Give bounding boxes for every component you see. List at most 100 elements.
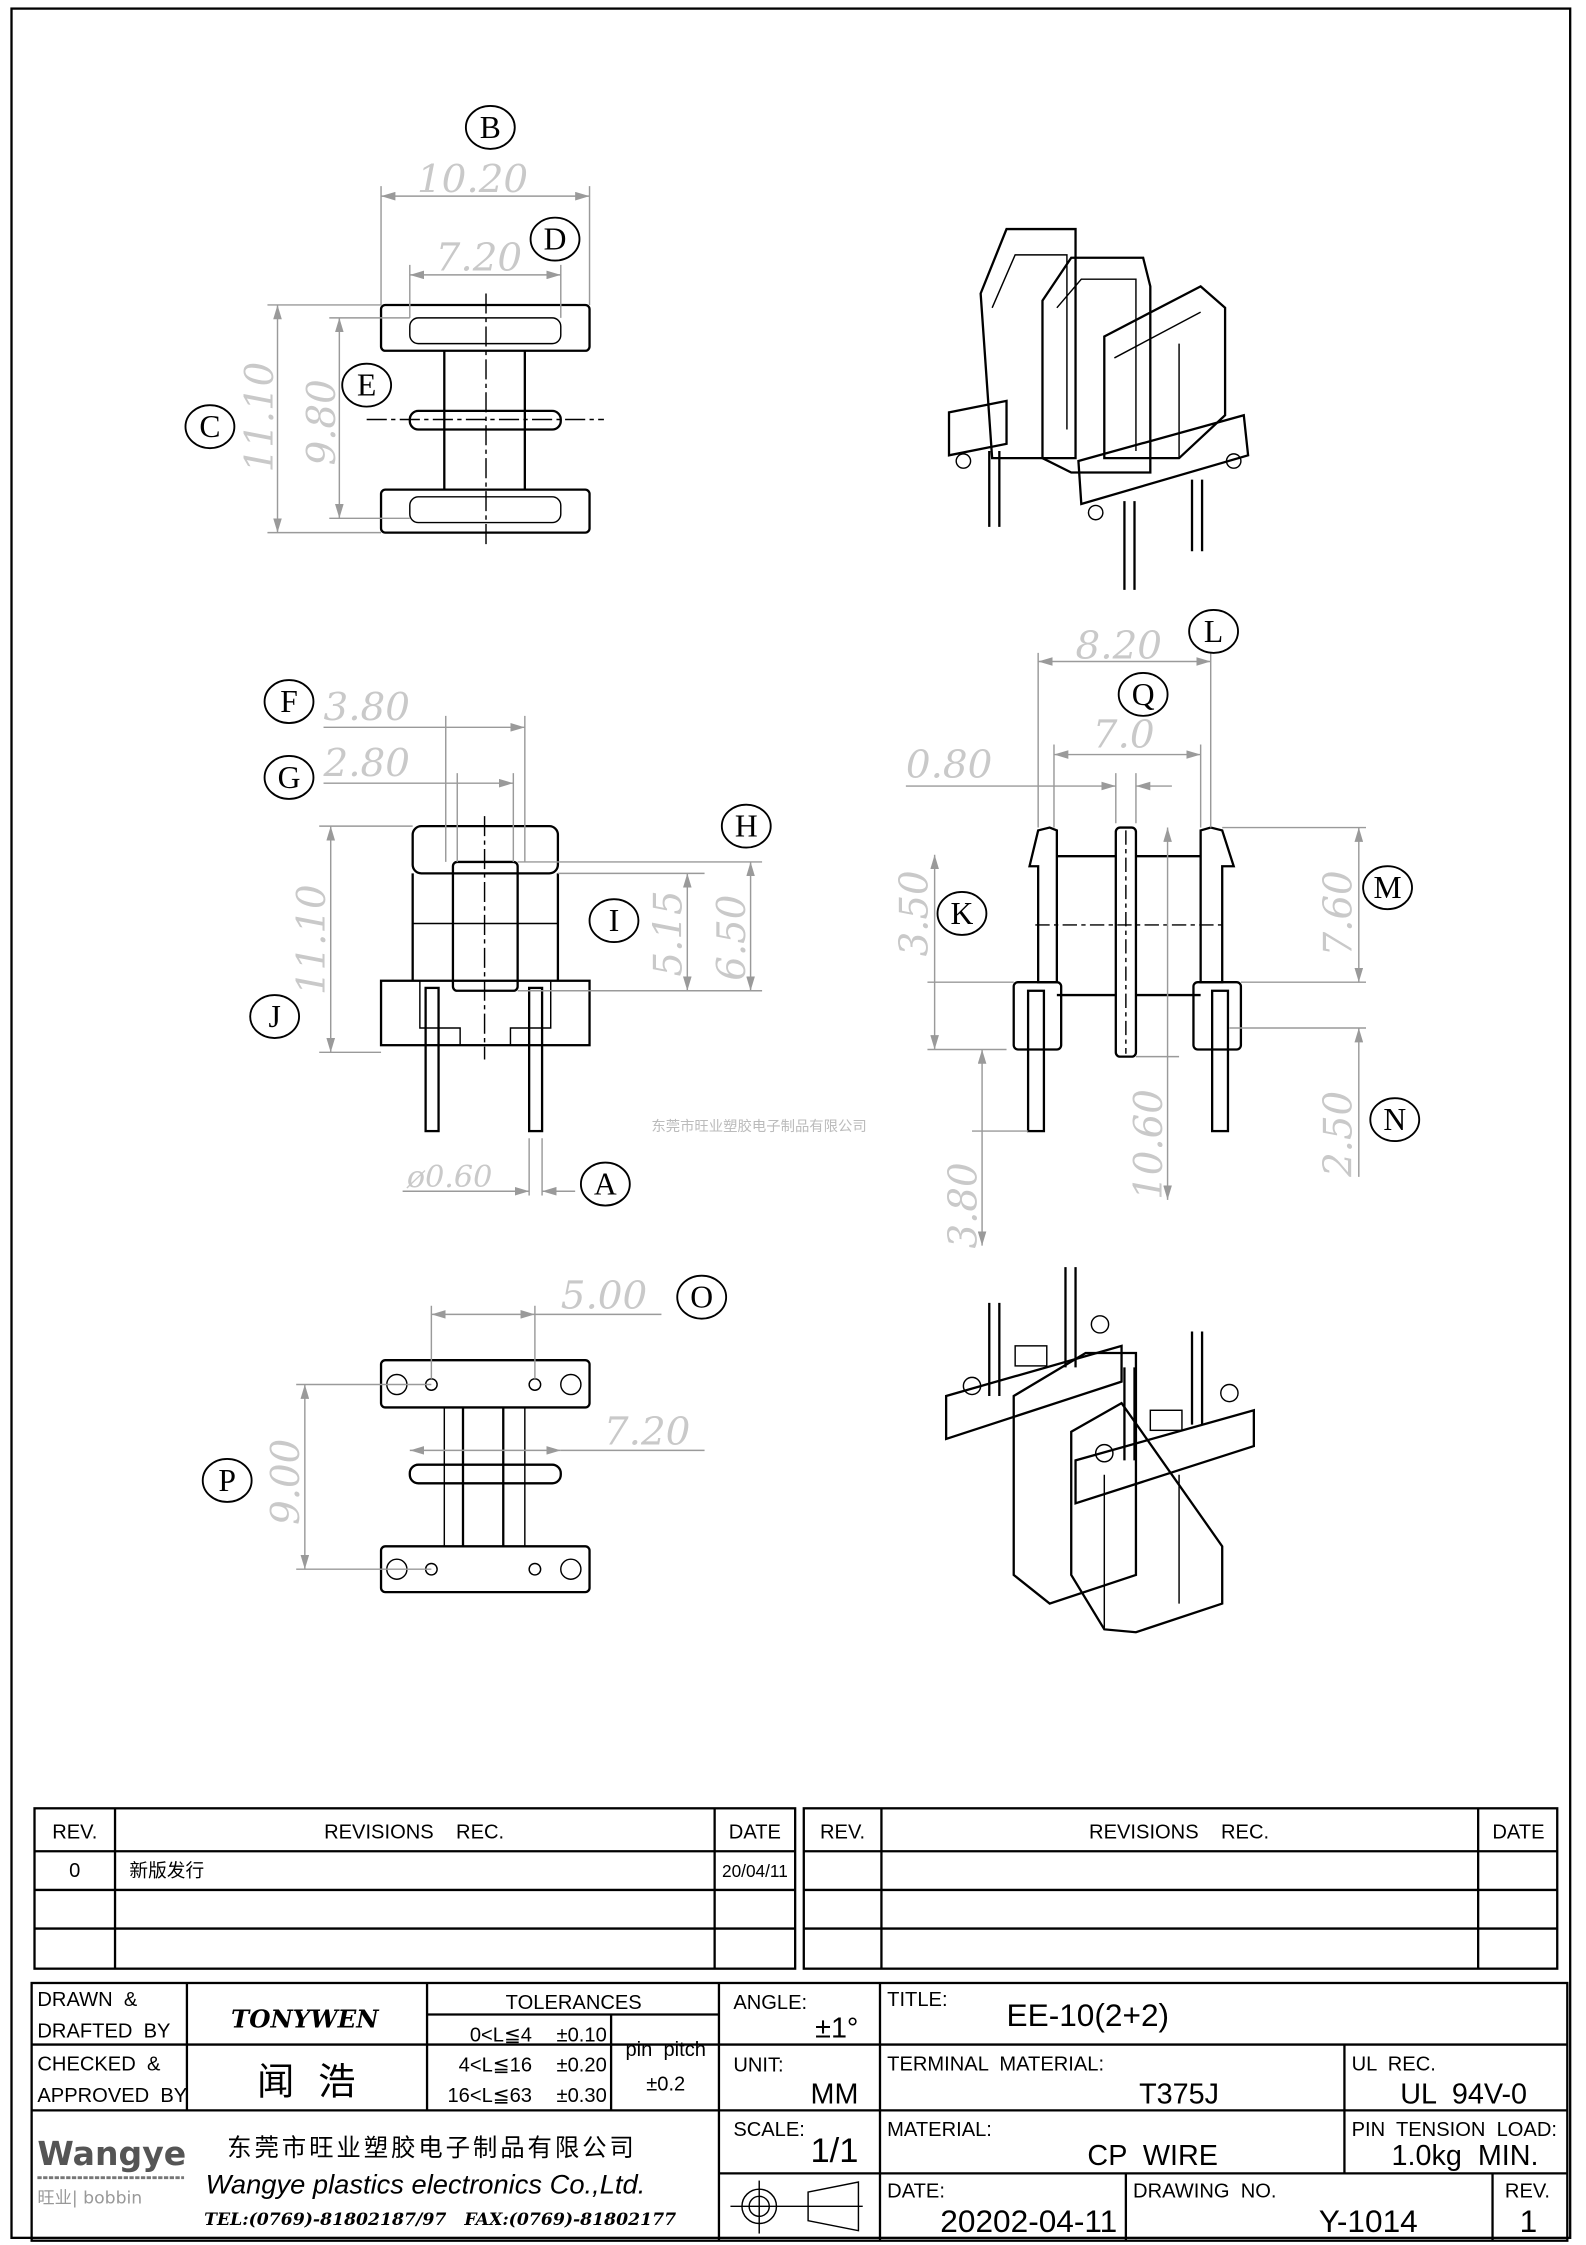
label: TITLE: <box>887 1989 947 2011</box>
drawn-by: TONYWEN <box>231 2004 380 2033</box>
dim-g: 2.80 <box>323 741 410 786</box>
checked-by: 闻 浩 <box>257 2060 356 2104</box>
label: ANGLE: <box>733 1992 807 2014</box>
dim-j: 11.10 <box>290 884 335 995</box>
callout-j: J <box>249 994 301 1039</box>
dim-m: 7.60 <box>1317 870 1362 956</box>
callout-p: P <box>201 1458 253 1503</box>
label: REV. <box>1505 2181 1550 2203</box>
label: UNIT: <box>733 2055 783 2077</box>
label: P <box>218 1463 236 1498</box>
drawing-date: 20202-04-11 <box>940 2203 1117 2239</box>
label: DATE <box>729 1821 781 1843</box>
label: J <box>268 999 280 1034</box>
dim-height: 10.60 <box>1127 1089 1172 1200</box>
front-view: 10.20 7.20 11.10 9.80 <box>238 157 604 545</box>
dim-n: 2.50 <box>1317 1091 1362 1178</box>
bottom-view: 5.00 7.20 9.00 <box>264 1274 705 1594</box>
sheet-border <box>10 7 1572 2239</box>
label: DRAFTED BY <box>37 2020 170 2042</box>
label: REV. <box>52 1821 97 1843</box>
callout-d: D <box>529 216 581 262</box>
dim-k: 3.50 <box>892 870 937 956</box>
label: DRAWN & <box>37 1989 137 2011</box>
callout-k: K <box>936 891 988 936</box>
label: REVISIONS REC. <box>324 1821 504 1843</box>
label: ±0.30 <box>557 2085 607 2107</box>
company-name-en: Wangye plastics electronics Co.,Ltd. <box>206 2169 646 2200</box>
label: DATE <box>1492 1821 1544 1843</box>
dim-d: 7.20 <box>436 236 522 281</box>
dim-h: 6.50 <box>710 895 755 981</box>
dim-pin: 3.80 <box>941 1162 986 1248</box>
revision-table-left: REV. REVISIONS REC. DATE 0 新版发行 20/04/11 <box>33 1807 797 1970</box>
dim-q: 7.0 <box>1093 712 1155 757</box>
callout-c: C <box>184 404 236 450</box>
watermark: 东莞市旺业塑胶电子制品有限公司 <box>651 1118 866 1135</box>
label: 0<L≦4 <box>470 2025 532 2047</box>
company-name-cn: 东莞市旺业塑胶电子制品有限公司 <box>227 2133 637 2162</box>
label: 4<L≦16 <box>459 2055 532 2077</box>
label: 旺业| bobbin <box>37 2189 142 2209</box>
label: MATERIAL: <box>887 2119 992 2141</box>
label: 1.0kg MIN. <box>1392 2140 1539 2172</box>
label: SCALE: <box>733 2119 805 2141</box>
callout-q: Q <box>1117 671 1169 717</box>
dim-a: ø0.60 <box>406 1160 492 1195</box>
dim-e: 9.80 <box>300 379 345 465</box>
dim-o: 5.00 <box>561 1274 647 1319</box>
label: B <box>480 110 501 145</box>
title-block: DRAWN & DRAFTED BY TONYWEN CHECKED & APP… <box>30 1981 1569 2242</box>
label: H <box>735 809 758 844</box>
label: APPROVED BY <box>37 2085 187 2107</box>
callouts: B D C E F G H I J A L Q K M N O P <box>184 105 1421 1503</box>
label: D <box>544 222 567 257</box>
label: REV. <box>820 1821 865 1843</box>
label: ±1° <box>815 2012 858 2044</box>
label: G <box>278 760 301 795</box>
drawing-title: EE-10(2+2) <box>1007 1997 1170 2033</box>
label: pin pitch <box>625 2039 706 2061</box>
callout-g: G <box>263 755 315 800</box>
label: M <box>1374 870 1402 905</box>
callout-l: L <box>1188 608 1239 654</box>
label: K <box>951 896 974 931</box>
label: PIN TENSION LOAD: <box>1352 2119 1557 2141</box>
drawing-revision: 1 <box>1520 2203 1538 2239</box>
label: CHECKED & <box>37 2053 161 2075</box>
side-view: 3.80 2.80 11.10 5.15 6.50 ø0.60 <box>290 685 763 1196</box>
revision-description: 新版发行 <box>129 1861 204 1882</box>
projection-symbol-icon <box>730 2180 863 2234</box>
label: O <box>690 1280 713 1315</box>
label: 16<L≦63 <box>447 2085 532 2107</box>
label: I <box>609 903 620 938</box>
callout-m: M <box>1362 865 1413 911</box>
revision-date: 20/04/11 <box>722 1861 788 1881</box>
dim-f: 3.80 <box>324 685 410 730</box>
dim-i: 5.15 <box>646 890 691 976</box>
label: L <box>1204 614 1223 649</box>
label: DATE: <box>887 2181 945 2203</box>
label: ±0.2 <box>646 2073 685 2095</box>
label: N <box>1383 1102 1406 1137</box>
label: E <box>357 368 376 403</box>
label: UL REC. <box>1352 2053 1436 2075</box>
label: TOLERANCES <box>506 1992 642 2014</box>
label: CP WIRE <box>1087 2140 1217 2172</box>
isometric-view-top <box>947 227 1250 590</box>
callout-n: N <box>1369 1097 1421 1143</box>
dim-b: 10.20 <box>417 157 528 202</box>
callout-i: I <box>588 898 640 944</box>
dim-bottom-width: 7.20 <box>604 1410 690 1455</box>
company-contact: TEL:(0769)-81802187/97 FAX:(0769)-818021… <box>204 2210 676 2230</box>
revision-number: 0 <box>69 1860 80 1882</box>
label: TERMINAL MATERIAL: <box>887 2053 1104 2075</box>
isometric-view-bottom <box>944 1267 1255 1634</box>
dim-c: 11.10 <box>238 362 283 473</box>
label: T375J <box>1139 2078 1219 2110</box>
callout-e: E <box>341 362 393 408</box>
dim-l: 8.20 <box>1076 624 1162 669</box>
drawing-number: Y-1014 <box>1319 2203 1418 2239</box>
callout-h: H <box>720 803 772 849</box>
